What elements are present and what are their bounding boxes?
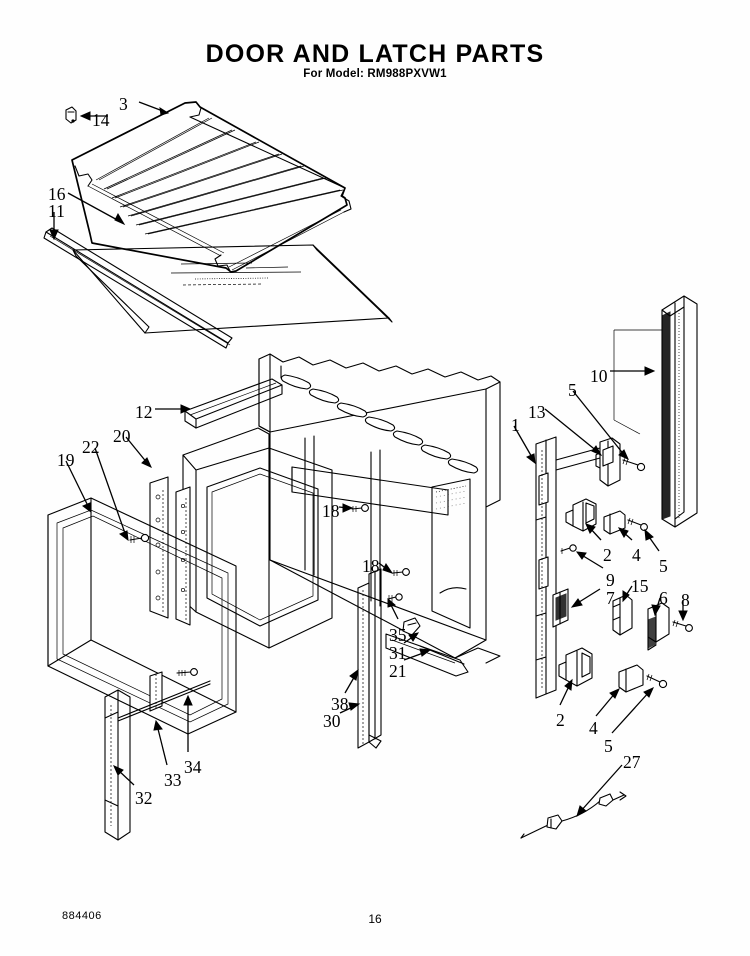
callout-3: 3 (119, 94, 128, 114)
oven-rack-group (71, 101, 352, 273)
model-subtitle: For Model: RM988PXVW1 (303, 68, 447, 80)
callout-9: 9 (606, 570, 615, 590)
callout-13: 13 (528, 402, 546, 422)
callout-30: 30 (323, 711, 341, 731)
rack-clip-part (65, 106, 77, 124)
callout-10: 10 (590, 366, 608, 386)
callout-2-upper: 2 (603, 545, 612, 565)
screw-34 (176, 668, 198, 676)
roller-lower-4 (618, 664, 644, 693)
callout-35: 35 (389, 625, 407, 645)
latch-assembly-13 (595, 437, 621, 487)
trim-strip-group (43, 227, 233, 349)
callout-11: 11 (48, 201, 65, 221)
latch-hook-upper (565, 498, 597, 532)
callout-14: 14 (92, 110, 110, 130)
callout-6: 6 (659, 588, 668, 608)
callout-19: 19 (57, 450, 75, 470)
screw-5-lower (646, 673, 668, 689)
callout-5-lower: 5 (604, 736, 613, 756)
latch-hook-lower (558, 647, 593, 687)
door-screw-22 (129, 533, 150, 543)
callout-22: 22 (82, 437, 100, 457)
callout-5-upper: 5 (568, 380, 577, 400)
callout-15: 15 (631, 576, 649, 596)
callout-32: 32 (135, 788, 153, 808)
screw-5-mid (627, 517, 648, 531)
callout-16: 16 (48, 184, 66, 204)
callout-2-lower: 2 (556, 710, 565, 730)
door-glass-panel-group (72, 244, 393, 334)
outer-door-frame (47, 497, 237, 841)
latch-pin-9 (560, 544, 577, 554)
side-rail-assembly (357, 568, 469, 749)
page-number: 16 (368, 912, 382, 926)
callout-31: 31 (389, 643, 407, 663)
inner-door-panel (149, 427, 333, 649)
callout-38: 38 (331, 694, 349, 714)
document-code: 884406 (62, 910, 102, 922)
callout-18-lower: 18 (362, 556, 380, 576)
callout-21: 21 (389, 661, 407, 681)
screw-5-upper (622, 457, 646, 472)
door-switch-6 (647, 602, 670, 651)
callout-7: 7 (606, 588, 615, 608)
door-bottom-bracket (117, 668, 211, 722)
callout-18-upper: 18 (322, 501, 340, 521)
callout-8: 8 (681, 590, 690, 610)
page-title: DOOR AND LATCH PARTS (205, 40, 545, 68)
callout-20: 20 (113, 426, 131, 446)
hinge-screw-upper (351, 504, 369, 512)
switch-screw-8 (672, 619, 693, 632)
strike-plate-7 (552, 588, 569, 628)
oven-cavity-frame (258, 353, 501, 664)
latch-mounting-plate (535, 436, 601, 699)
callout-4-lower: 4 (589, 718, 598, 738)
leader-lines (49, 101, 688, 818)
side-trim-panel-10 (613, 295, 698, 528)
callout-33: 33 (164, 770, 182, 790)
callout-1: 1 (511, 415, 520, 435)
callout-27: 27 (623, 752, 641, 772)
callout-34: 34 (184, 757, 202, 777)
spring-35 (387, 593, 403, 602)
temperature-probe-27 (520, 791, 627, 839)
upper-door-trim (184, 378, 283, 429)
callout-5-mid: 5 (659, 556, 668, 576)
callout-12: 12 (135, 402, 153, 422)
callout-4-upper: 4 (632, 545, 641, 565)
hinge-screw-lower (392, 568, 410, 576)
